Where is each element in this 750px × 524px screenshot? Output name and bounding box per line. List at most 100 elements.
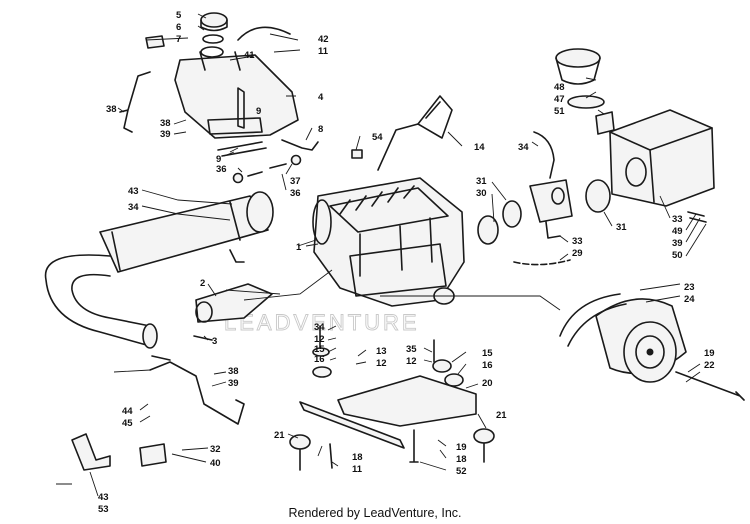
leader-lines xyxy=(56,13,707,497)
callout-41: 42 xyxy=(318,34,329,45)
callout-5: 5 xyxy=(176,10,182,21)
callout-16a: 16 xyxy=(314,354,325,365)
callout-17: 18 xyxy=(352,452,363,463)
callout-38b: 38 xyxy=(228,366,239,377)
callout-1: 1 xyxy=(296,242,302,253)
callout-51: 52 xyxy=(456,466,467,477)
callout-10: 11 xyxy=(318,46,329,57)
callout-13: 13 xyxy=(376,346,387,357)
callout-3: 3 xyxy=(212,336,217,347)
air-silencer xyxy=(609,109,715,207)
callout-9b: 9 xyxy=(216,154,221,165)
bolt-51 xyxy=(409,429,419,463)
callout-47: 48 xyxy=(554,82,565,93)
callout-12a: 12 xyxy=(314,334,325,345)
drive-clutch xyxy=(595,298,687,383)
intake-cap xyxy=(555,48,615,135)
bolt-48-49 xyxy=(687,211,707,223)
drive-belt xyxy=(559,293,627,347)
callout-2: 2 xyxy=(200,278,205,289)
spacer-26 xyxy=(477,215,499,245)
clutch-bolt-22 xyxy=(675,371,745,401)
muffler xyxy=(99,191,274,273)
callout-19b: 19 xyxy=(704,348,715,359)
carburetor xyxy=(529,179,573,239)
callout-18: 18 xyxy=(456,454,467,465)
callout-37: 38 xyxy=(106,104,117,115)
callout-19a: 19 xyxy=(456,442,467,453)
coil-14 xyxy=(417,95,453,139)
mount-plate-20 xyxy=(337,375,477,427)
callout-50: 51 xyxy=(554,106,565,117)
callout-48: 49 xyxy=(672,226,683,237)
coil-wire xyxy=(377,123,419,171)
callout-25: 29 xyxy=(572,248,583,259)
footer-credit: Rendered by LeadVenture, Inc. xyxy=(288,506,462,520)
callout-36a: 36 xyxy=(216,164,227,175)
callout-31: 33 xyxy=(672,214,683,225)
engine-mount-left xyxy=(312,325,332,378)
callout-43: 43 xyxy=(98,492,109,503)
callout-36b: 37 xyxy=(290,176,301,187)
callout-27: 31 xyxy=(476,176,487,187)
callout-38c: 39 xyxy=(672,238,683,249)
callout-21a: 21 xyxy=(274,430,285,441)
oil-tank xyxy=(174,51,299,139)
bracket-39 xyxy=(139,443,167,467)
gasket-7 xyxy=(145,35,165,49)
callout-52: 53 xyxy=(98,504,109,515)
clamp-36b xyxy=(290,154,302,166)
callout-6: 6 xyxy=(176,22,181,33)
callout-15a: 15 xyxy=(314,344,325,355)
callout-12b: 12 xyxy=(376,358,387,369)
tank-strap-9 xyxy=(217,141,267,157)
callout-39a: 39 xyxy=(160,129,171,140)
tank-bracket-37 xyxy=(119,71,151,133)
engine-mount-right xyxy=(432,339,464,387)
intake-boot-29 xyxy=(585,179,611,213)
callout-33: 34 xyxy=(518,142,529,153)
callout-39c: 40 xyxy=(210,458,221,469)
callout-23: 23 xyxy=(684,282,695,293)
callout-26: 30 xyxy=(476,188,487,199)
callout-9a: 9 xyxy=(256,106,261,117)
oil-tank-cap xyxy=(200,12,228,58)
bolt-11 xyxy=(329,443,333,469)
callout-8: 8 xyxy=(318,124,323,135)
callout-labels: 5 6 7 42 41 11 38 4 9 38 39 8 9 36 37 36… xyxy=(98,10,715,515)
clip-53 xyxy=(351,149,363,159)
callout-46: 47 xyxy=(554,94,565,105)
exhaust-hanger xyxy=(149,361,245,425)
callout-11: 11 xyxy=(352,464,363,475)
callout-53: 54 xyxy=(372,132,383,143)
exhaust-pipe xyxy=(44,254,158,349)
exhaust-manifold xyxy=(195,283,273,323)
springs xyxy=(151,335,213,361)
callout-35: 36 xyxy=(290,188,301,199)
callout-4: 4 xyxy=(318,92,324,103)
callout-45: 45 xyxy=(122,418,133,429)
fuel-line-25 xyxy=(513,259,571,266)
mount-rail-17 xyxy=(299,401,405,449)
callout-40: 41 xyxy=(244,50,255,61)
callout-34a: 34 xyxy=(314,322,325,333)
callout-14: 14 xyxy=(474,142,485,153)
callout-21b: 21 xyxy=(496,410,507,421)
callout-39b: 39 xyxy=(228,378,239,389)
callout-32: 33 xyxy=(572,236,583,247)
callout-15b: 15 xyxy=(482,348,493,359)
callout-22: 22 xyxy=(704,360,715,371)
fuel-line-33 xyxy=(533,131,555,179)
rubber-mount-21-right xyxy=(473,428,495,463)
callout-12c: 12 xyxy=(406,356,417,367)
muffler-mount-43 xyxy=(71,433,111,471)
callout-34b: 35 xyxy=(406,344,417,355)
callout-30: 34 xyxy=(128,202,139,213)
clamp-36 xyxy=(232,172,244,184)
engine xyxy=(312,177,465,307)
callout-24: 24 xyxy=(684,294,695,305)
carb-flange-27 xyxy=(502,200,522,228)
hose-35 xyxy=(247,163,287,177)
rubber-mount-21-left xyxy=(289,434,311,471)
